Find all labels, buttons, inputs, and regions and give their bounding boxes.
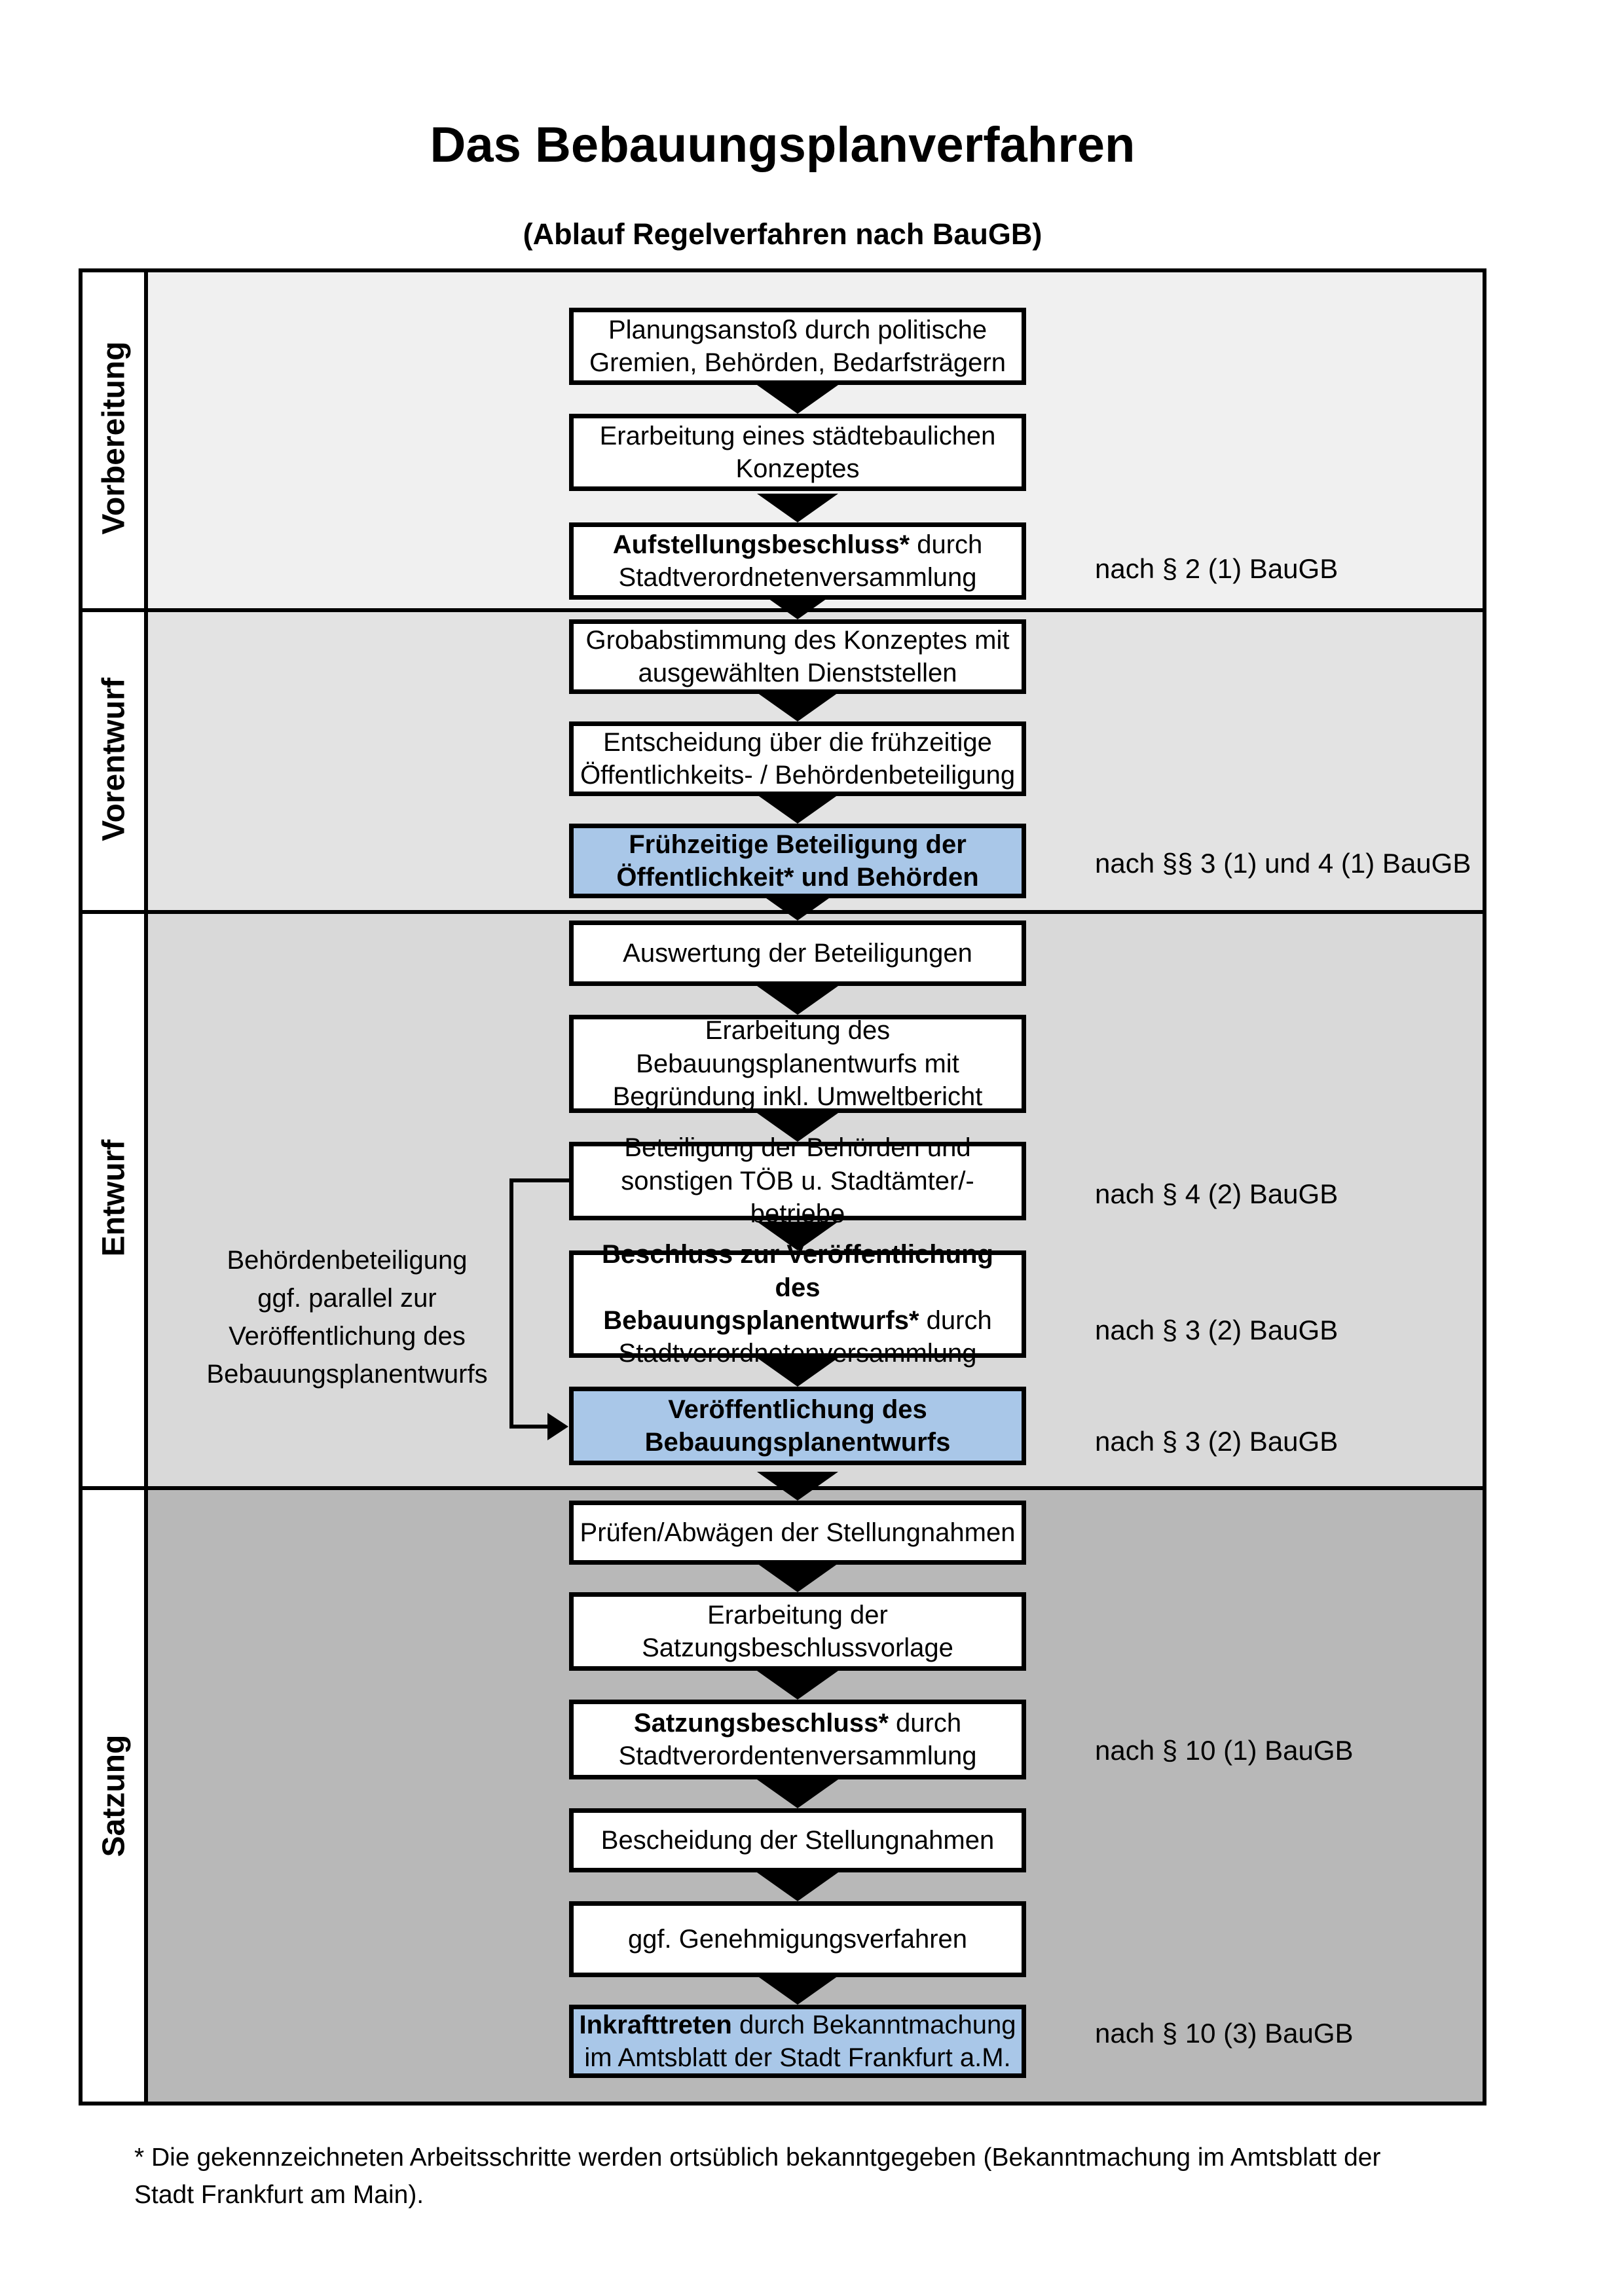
arrow-down-icon: [757, 1563, 838, 1592]
step-text: Erarbeitung des Bebauungsplanentwurfs mi…: [612, 1016, 983, 1112]
arrow-down-icon: [757, 1976, 838, 2005]
legal-ref-note: nach § 2 (1) BauGB: [1095, 553, 1338, 584]
arrow-down-icon: [757, 494, 838, 522]
step-text: durch Bekanntmachung im Amtsblatt der St…: [584, 2010, 1016, 2072]
flow-step-satzungsbeschlussvorlage: Erarbeitung der Satzungsbeschlussvorlage: [569, 1592, 1026, 1671]
arrow-down-icon: [757, 1779, 838, 1808]
step-text: Planungsanstoß durch politische Gremien,…: [589, 315, 1006, 377]
flow-step-fruehzeitige-beteiligung: Frühzeitige Beteiligung der Öffentlichke…: [569, 824, 1026, 898]
step-bold-text: Veröffentlichung des Bebauungsplanentwur…: [644, 1394, 951, 1457]
flow-step-aufstellungsbeschluss: Aufstellungsbeschluss* durch Stadtverord…: [569, 522, 1026, 600]
arrow-down-icon: [757, 1113, 838, 1142]
flow-step-beschluss-veroeffentlichung: Beschluss zur Veröffentlichung des Bebau…: [569, 1240, 1026, 1368]
flow-step-entscheidung-beteiligung: Entscheidung über die frühzeitige Öffent…: [569, 721, 1026, 796]
flow-step-bescheidung: Bescheidung der Stellungnahmen: [569, 1808, 1026, 1872]
step-text: Erarbeitung eines städtebaulichen Konzep…: [599, 421, 996, 483]
step-bold-text: Aufstellungsbeschluss*: [612, 530, 910, 559]
phase-divider-2: [79, 910, 1486, 914]
step-bold-text: Satzungsbeschluss*: [633, 1708, 889, 1738]
step-text: durch Stadtverordnetenversammlung: [618, 530, 983, 592]
page-title: Das Bebauungsplanverfahren: [430, 117, 1135, 173]
phase-label-vorbereitung: Vorbereitung: [96, 341, 132, 535]
step-text: Beteiligung der Behörden und sonstigen T…: [621, 1133, 974, 1229]
connector-line-top: [509, 1178, 569, 1182]
arrow-down-icon: [757, 795, 838, 824]
arrow-down-icon: [757, 385, 838, 414]
flow-step-grobabstimmung: Grobabstimmung des Konzeptes mit ausgewä…: [569, 619, 1026, 694]
flow-step-staedtebauliches-konzept: Erarbeitung eines städtebaulichen Konzep…: [569, 414, 1026, 491]
connector-line-bottom: [509, 1425, 550, 1429]
page-subtitle: (Ablauf Regelverfahren nach BauGB): [523, 217, 1043, 251]
parallel-annotation: Behördenbeteiligung ggf. parallel zur Ve…: [206, 1246, 488, 1389]
phase-label-vorentwurf: Vorentwurf: [96, 678, 132, 841]
flow-step-pruefen-abwaegen: Prüfen/Abwägen der Stellungnahmen: [569, 1501, 1026, 1565]
step-text: Prüfen/Abwägen der Stellungnahmen: [580, 1518, 1016, 1547]
step-text: ggf. Genehmigungsverfahren: [627, 1924, 968, 1954]
flow-step-genehmigungsverfahren: ggf. Genehmigungsverfahren: [569, 1901, 1026, 1977]
phase-label-entwurf: Entwurf: [96, 1139, 132, 1257]
phase-label-satzung: Satzung: [96, 1734, 132, 1857]
step-text: Erarbeitung der Satzungsbeschlussvorlage: [642, 1600, 953, 1662]
label-column-divider: [144, 268, 148, 2105]
legal-ref-note: nach §§ 3 (1) und 4 (1) BauGB: [1095, 848, 1471, 879]
step-bold-text: Beschluss zur Veröffentlichung des Bebau…: [602, 1240, 993, 1335]
connector-line-vertical: [509, 1178, 513, 1429]
arrow-down-icon: [757, 1222, 838, 1250]
phase-divider-1: [79, 608, 1486, 612]
legal-ref-note: nach § 10 (1) BauGB: [1095, 1735, 1354, 1766]
flow-step-erarbeitung-entwurf: Erarbeitung des Bebauungsplanentwurfs mi…: [569, 1015, 1026, 1113]
arrow-down-icon: [757, 693, 838, 721]
step-text: Bescheidung der Stellungnahmen: [600, 1825, 995, 1855]
flow-step-inkrafttreten: Inkrafttreten durch Bekanntmachung im Am…: [569, 2005, 1026, 2078]
step-text: durch Stadtverordnetenversammlung: [618, 1306, 992, 1368]
legal-ref-note: nach § 10 (3) BauGB: [1095, 2018, 1354, 2049]
flow-step-satzungsbeschluss: Satzungsbeschluss* durch Stadtverordente…: [569, 1700, 1026, 1779]
arrow-down-icon: [757, 1358, 838, 1387]
step-text: Auswertung der Beteiligungen: [623, 938, 972, 968]
step-text: Entscheidung über die frühzeitige Öffent…: [580, 727, 1016, 790]
phase-divider-3: [79, 1486, 1486, 1490]
flow-step-veroeffentlichung: Veröffentlichung des Bebauungsplanentwur…: [569, 1387, 1026, 1465]
connector-arrowhead-icon: [547, 1413, 568, 1440]
step-bold-text: Inkrafttreten: [579, 2010, 732, 2039]
step-text: Grobabstimmung des Konzeptes mit ausgewä…: [585, 625, 1010, 687]
arrow-down-icon: [757, 1671, 838, 1700]
legal-ref-note: nach § 3 (2) BauGB: [1095, 1315, 1338, 1345]
footnote: * Die gekennzeichneten Arbeitsschritte w…: [134, 2143, 1381, 2209]
step-bold-text: Frühzeitige Beteiligung der Öffentlichke…: [616, 829, 979, 892]
flow-step-auswertung: Auswertung der Beteiligungen: [569, 920, 1026, 986]
arrow-down-icon: [757, 986, 838, 1015]
flow-step-planungsanstoss: Planungsanstoß durch politische Gremien,…: [569, 308, 1026, 385]
step-text: durch Stadtverordentenversammlung: [618, 1708, 977, 1770]
flow-step-behoerden-beteiligung: Beteiligung der Behörden und sonstigen T…: [569, 1133, 1026, 1228]
legal-ref-note: nach § 3 (2) BauGB: [1095, 1426, 1338, 1457]
legal-ref-note: nach § 4 (2) BauGB: [1095, 1178, 1338, 1209]
arrow-down-icon: [757, 1872, 838, 1901]
